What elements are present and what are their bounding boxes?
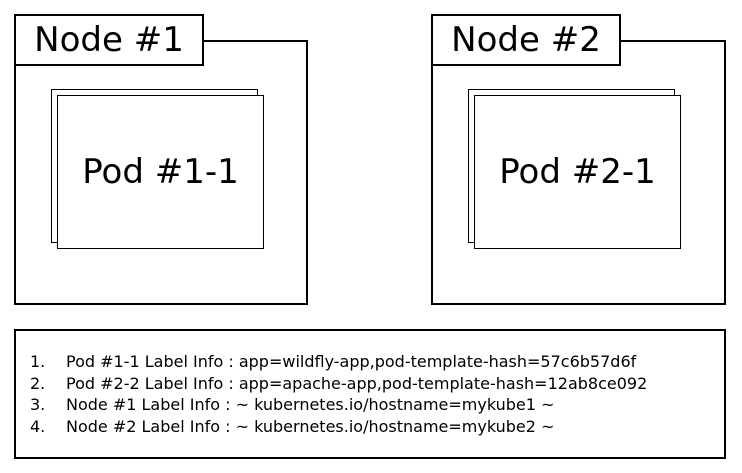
list-item-text: Pod #2-2 Label Info : app=apache-app,pod… [66, 373, 648, 393]
list-item-text: Node #2 Label Info : ~ kubernetes.io/hos… [66, 416, 555, 436]
list-item: 2. Pod #2-2 Label Info : app=apache-app,… [30, 373, 647, 395]
list-item-number: 1. [30, 352, 46, 371]
node-2-title: Node #2 [431, 14, 621, 66]
list-item: 4. Node #2 Label Info : ~ kubernetes.io/… [30, 416, 647, 438]
list-item: 3. Node #1 Label Info : ~ kubernetes.io/… [30, 394, 647, 416]
list-item-text: Node #1 Label Info : ~ kubernetes.io/hos… [66, 395, 555, 414]
list-item-text: Pod #1-1 Label Info : app=wildfly-app,po… [66, 352, 637, 371]
label-info-box: 1. Pod #1-1 Label Info : app=wildfly-app… [14, 329, 726, 459]
list-item-number: 4. [30, 416, 46, 436]
label-info-list: 1. Pod #1-1 Label Info : app=wildfly-app… [30, 351, 647, 437]
pod-2-1-box: Pod #2-1 [474, 95, 681, 249]
node-1-title: Node #1 [14, 14, 204, 66]
list-item: 1. Pod #1-1 Label Info : app=wildfly-app… [30, 351, 647, 373]
list-item-number: 3. [30, 395, 46, 414]
list-item-number: 2. [30, 373, 46, 393]
pod-1-1-box: Pod #1-1 [57, 95, 264, 249]
